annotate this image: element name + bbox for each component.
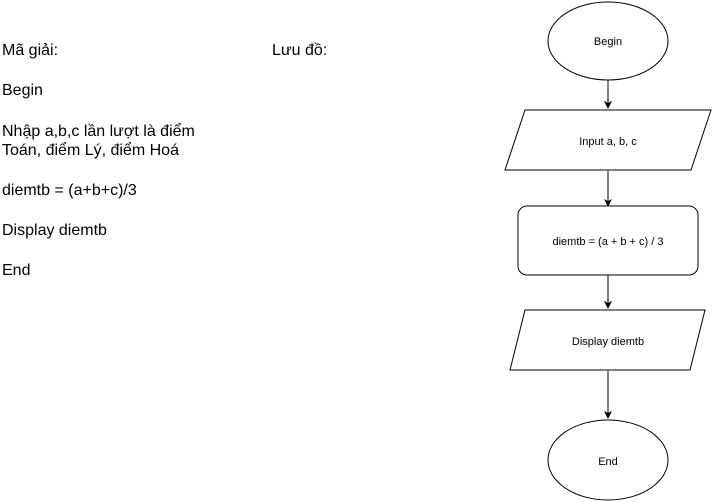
display-node: Display diemtb (509, 309, 706, 371)
begin-node-label: Begin (594, 36, 622, 48)
end-node-label: End (598, 456, 618, 468)
pseudocode-line-input-2: Toán, điểm Lý, điểm Hoá (2, 142, 179, 159)
end-node: End (547, 419, 669, 501)
input-node: Input a, b, c (504, 109, 712, 171)
pseudocode-line-display: Display diemtb (2, 222, 107, 239)
pseudocode-line-compute: diemtb = (a+b+c)/3 (2, 182, 137, 199)
process-node: diemtb = (a + b + c) / 3 (517, 205, 699, 276)
pseudocode-heading: Mã giải: (2, 42, 59, 59)
display-node-label: Display diemtb (572, 336, 644, 348)
process-node-label: diemtb = (a + b + c) / 3 (553, 236, 664, 248)
pseudocode-line-input-1: Nhập a,b,c lần lượt là điểm (2, 123, 195, 140)
flowchart-heading: Lưu đồ: (272, 42, 328, 59)
pseudocode-line-end: End (2, 262, 31, 279)
pseudocode-line-begin: Begin (2, 82, 43, 99)
input-node-label: Input a, b, c (579, 136, 637, 148)
begin-node: Begin (547, 1, 669, 81)
